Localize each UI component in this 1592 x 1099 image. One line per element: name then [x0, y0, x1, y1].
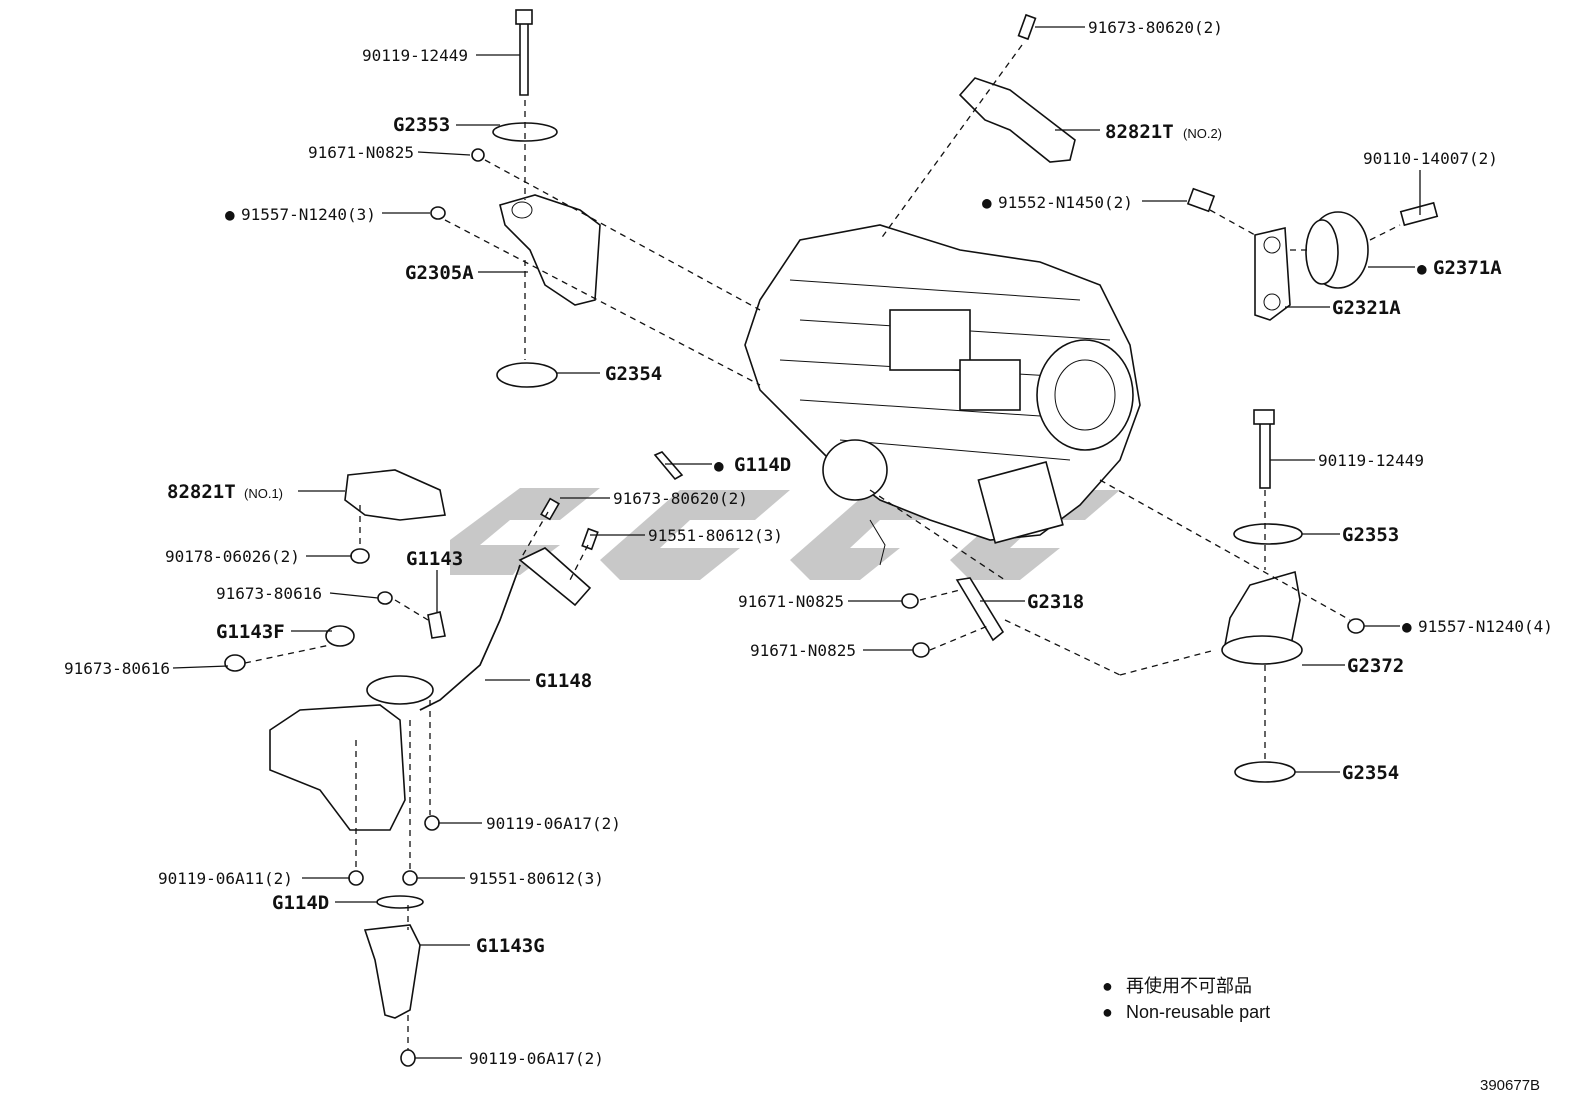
legend-bullet-icon: ●: [1102, 1002, 1113, 1022]
label-91551-80612-top: 91551-80612(3): [648, 526, 783, 545]
lower-right-mount: [901, 409, 1365, 783]
label-g1143f: G1143F: [216, 621, 285, 643]
label-91673-80616-a: 91673-80616: [216, 584, 322, 603]
legend-row-jp: 再使用不可部品: [1126, 976, 1252, 996]
label-82821t-no1: 82821T: [167, 481, 236, 503]
label-91671-n0825-mid: 91671-N0825: [738, 592, 844, 611]
label-91557-n1240-3: 91557-N1240(3): [241, 205, 376, 224]
label-91671-n0825-low: 91671-N0825: [750, 641, 856, 660]
legend-row-en: Non-reusable part: [1126, 1002, 1270, 1022]
label-g2321a: G2321A: [1332, 297, 1401, 319]
right-mount: [1186, 187, 1439, 321]
callout-labels: 90119-12449 G2353 91671-N0825 ● 91557-N1…: [64, 18, 1553, 1068]
transaxle-assembly: [744, 224, 1141, 566]
non-reusable-mark: ●: [225, 205, 235, 224]
dashed-connectors: [244, 44, 1401, 1050]
legend-bullet-icon: ●: [1102, 976, 1113, 996]
label-g2372: G2372: [1347, 655, 1404, 677]
legend: ● 再使用不可部品 ● Non-reusable part: [1102, 976, 1270, 1022]
non-reusable-mark: ●: [982, 193, 992, 212]
upper-left-mount: [430, 9, 601, 388]
label-91671-n0825-top: 91671-N0825: [308, 143, 414, 162]
label-91551-80612-bot: 91551-80612(3): [469, 869, 604, 888]
label-g1143g: G1143G: [476, 935, 545, 957]
non-reusable-mark: ●: [1402, 617, 1412, 636]
diagram-id: 390677B: [1480, 1077, 1540, 1094]
label-90178-06026: 90178-06026(2): [165, 547, 300, 566]
label-91557-n1240-4: 91557-N1240(4): [1418, 617, 1553, 636]
label-90119-06a11: 90119-06A11(2): [158, 869, 293, 888]
exhaust-pipe-group: [224, 451, 684, 1067]
label-g1143: G1143: [406, 548, 463, 570]
label-91673-80620-top: 91673-80620(2): [1088, 18, 1223, 37]
label-g2353-top: G2353: [393, 114, 450, 136]
label-90119-12449-right: 90119-12449: [1318, 451, 1424, 470]
label-g2354-top: G2354: [605, 363, 662, 385]
label-91673-80620-mid: 91673-80620(2): [613, 489, 748, 508]
label-91552-n1450: 91552-N1450(2): [998, 193, 1133, 212]
label-g114d-top: G114D: [734, 454, 791, 476]
label-90119-06a17-a: 90119-06A17(2): [486, 814, 621, 833]
label-90110-14007: 90110-14007(2): [1363, 149, 1498, 168]
label-90119-12449-top: 90119-12449: [362, 46, 468, 65]
label-g2371a: G2371A: [1433, 257, 1502, 279]
label-91673-80616-b: 91673-80616: [64, 659, 170, 678]
label-no1: (NO.1): [244, 486, 283, 501]
heat-shield-no2: [958, 13, 1076, 163]
leader-lines: [172, 26, 1421, 1059]
non-reusable-mark: ●: [714, 456, 724, 475]
label-g2305a: G2305A: [405, 262, 474, 284]
non-reusable-mark: ●: [1417, 259, 1427, 278]
label-g2318: G2318: [1027, 591, 1084, 613]
label-no2: (NO.2): [1183, 126, 1222, 141]
label-g2353-right: G2353: [1342, 524, 1399, 546]
label-g2354-right: G2354: [1342, 762, 1399, 784]
label-g1148: G1148: [535, 670, 592, 692]
label-82821t-no2: 82821T: [1105, 121, 1174, 143]
label-90119-06a17-b: 90119-06A17(2): [469, 1049, 604, 1068]
label-g114d-bot: G114D: [272, 892, 329, 914]
